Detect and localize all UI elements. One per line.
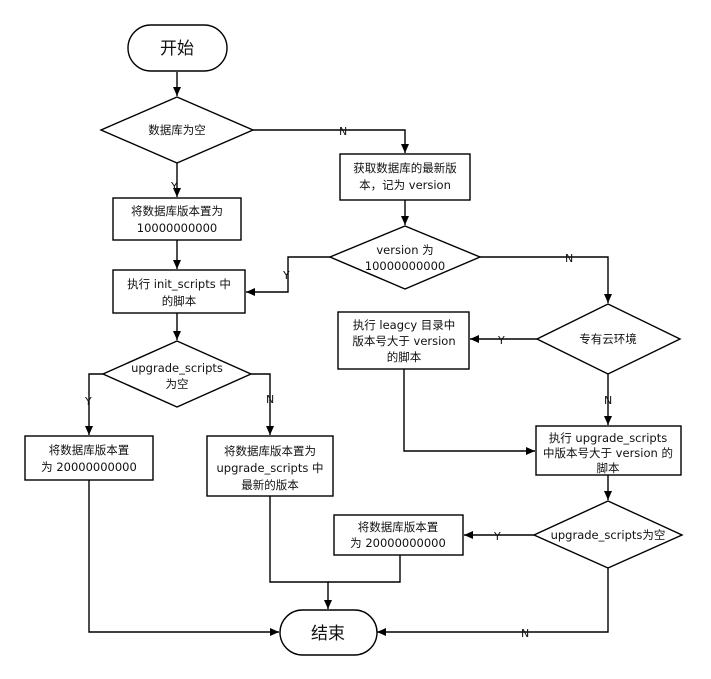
process-set-version-latest: 将数据库版本置为 upgrade_scripts 中 最新的版本 xyxy=(206,435,334,497)
process-run-legacy-line3: 的脚本 xyxy=(387,350,422,364)
decision-version-check: version 为 10000000000 xyxy=(328,225,482,290)
process-set-version-init-line1: 将数据库版本置为 xyxy=(131,204,223,218)
edge-version-check-no xyxy=(480,256,612,303)
decision-private-cloud: 专有云环境 xyxy=(535,303,682,375)
label-upg-empty2-yes: Y xyxy=(493,530,501,543)
edge-upg-empty1-no xyxy=(251,373,274,435)
label-upg-empty1-no: N xyxy=(266,393,274,406)
label-version-check-no: N xyxy=(565,252,573,265)
edge-left-to-end xyxy=(88,480,279,636)
decision-upgrade-empty-left-line1: upgrade_scripts xyxy=(131,361,223,375)
decision-upgrade-empty-right-label: upgrade_scripts为空 xyxy=(551,528,666,542)
decision-upgrade-empty-left-line2: 为空 xyxy=(166,377,189,391)
edge-set-latest-to-end xyxy=(269,496,332,609)
decision-version-check-line2: 10000000000 xyxy=(365,259,445,273)
process-get-latest-version-line2: 本，记为 version xyxy=(359,178,451,192)
end-label: 结束 xyxy=(311,624,345,644)
edge-right-to-end xyxy=(328,555,401,583)
process-run-init-scripts-line2: 的脚本 xyxy=(162,294,197,308)
process-get-latest-version-line1: 获取数据库的最新版 xyxy=(353,161,457,175)
process-set-version-latest-line2: upgrade_scripts 中 xyxy=(217,461,324,475)
decision-upgrade-empty-left: upgrade_scripts 为空 xyxy=(101,340,253,408)
edge-upg-empty1-yes xyxy=(85,373,103,435)
process-run-upgrade-scripts-line3: 脚本 xyxy=(597,461,620,475)
process-run-legacy-line2: 版本号大于 version xyxy=(352,334,455,348)
process-set-version-final-left-line2: 为 20000000000 xyxy=(41,460,137,474)
process-set-version-latest-line3: 最新的版本 xyxy=(241,478,299,492)
process-get-latest-version: 获取数据库的最新版 本，记为 version xyxy=(339,153,471,201)
start-label: 开始 xyxy=(160,39,194,59)
process-set-version-init-line2: 10000000000 xyxy=(137,221,217,235)
edge-db-empty-no xyxy=(253,129,409,153)
label-upg-empty2-no: N xyxy=(521,627,529,640)
process-run-upgrade-scripts-line2: 中版本号大于 version 的 xyxy=(543,446,673,460)
process-set-version-init: 将数据库版本置为 10000000000 xyxy=(112,197,242,241)
decision-db-empty-label: 数据库为空 xyxy=(148,123,206,137)
decision-db-empty: 数据库为空 xyxy=(99,96,255,164)
process-run-legacy: 执行 leagcy 目录中 版本号大于 version 的脚本 xyxy=(337,311,470,370)
process-run-init-scripts: 执行 init_scripts 中 的脚本 xyxy=(112,269,246,314)
label-db-empty-no: N xyxy=(339,125,347,138)
decision-version-check-line1: version 为 xyxy=(376,243,433,257)
decision-private-cloud-label: 专有云环境 xyxy=(579,332,637,346)
decision-upgrade-empty-right: upgrade_scripts为空 xyxy=(532,500,684,569)
process-set-version-latest-line1: 将数据库版本置为 xyxy=(224,444,316,458)
process-set-version-final-left-line1: 将数据库版本置 xyxy=(49,443,130,457)
label-private-cloud-no: N xyxy=(604,394,612,407)
edge-labels: Y N Y N Y N Y N Y N xyxy=(84,125,612,640)
process-set-version-final-left: 将数据库版本置 为 20000000000 xyxy=(24,435,154,481)
process-set-version-final-right-line1: 将数据库版本置 xyxy=(358,520,439,534)
process-run-upgrade-scripts-line1: 执行 upgrade_scripts xyxy=(549,431,667,445)
label-private-cloud-yes: Y xyxy=(497,334,505,347)
process-set-version-final-right-line2: 为 20000000000 xyxy=(350,536,446,550)
edge-run-legacy-to-run-upgrade xyxy=(403,369,535,455)
start-terminator: 开始 xyxy=(127,24,228,72)
edges xyxy=(85,72,612,636)
process-run-upgrade-scripts: 执行 upgrade_scripts 中版本号大于 version 的 脚本 xyxy=(535,425,682,476)
process-run-init-scripts-line1: 执行 init_scripts 中 xyxy=(127,277,231,291)
edge-version-check-yes xyxy=(246,256,330,296)
label-version-check-yes: Y xyxy=(282,269,290,282)
label-upg-empty1-yes: Y xyxy=(84,395,92,408)
end-terminator: 结束 xyxy=(279,609,378,656)
process-set-version-final-right: 将数据库版本置 为 20000000000 xyxy=(333,514,464,556)
process-run-legacy-line1: 执行 leagcy 目录中 xyxy=(353,318,456,332)
edge-upg-empty2-no xyxy=(377,567,609,636)
label-db-empty-yes: Y xyxy=(170,180,178,193)
